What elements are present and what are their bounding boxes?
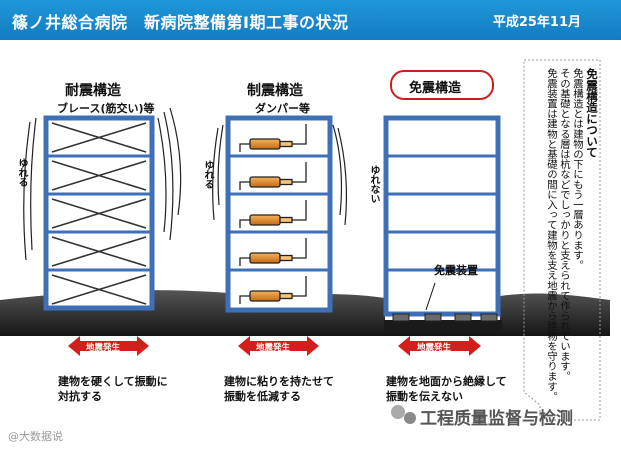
note-line-3: 免震装置は建物と基礎の間に入って建物を支え地震から建物を守ります。 — [545, 68, 557, 402]
earthquake-arrows — [68, 336, 481, 356]
panel1-subtitle: ブレース(筋交い)等 — [57, 102, 155, 115]
watermark-left: @大数据说 — [8, 430, 63, 443]
damper-units — [239, 124, 307, 304]
panel2-eq-label: 地震発生 — [256, 343, 291, 353]
note-heading: 免震構造について — [585, 68, 599, 158]
isolator-bearings — [392, 313, 498, 322]
panel3-motion: ゆれない — [368, 165, 379, 203]
header-title: 篠ノ井総合病院 新病院整備第Ⅰ期工事の状況 — [12, 13, 349, 32]
panel2-subtitle: ダンパー等 — [255, 102, 310, 115]
watermark-right: 工程质量监督与检测 — [420, 409, 573, 429]
sway-lines-middle — [212, 124, 348, 226]
header-bar: 篠ノ井総合病院 新病院整備第Ⅰ期工事の状況 平成25年11月 — [0, 0, 621, 40]
braced-building — [43, 115, 155, 311]
panel2-caption: 建物に粘りを持たせて 振動を低減する — [224, 375, 334, 403]
panel2-title: 制震構造 — [247, 83, 303, 99]
panel1-eq-label: 地震発生 — [86, 343, 121, 353]
panel3-title: 免震構造 — [409, 81, 462, 96]
panel3-eq-label: 地震発生 — [417, 343, 452, 353]
note-line-2: その基礎となる層は杭などでしっかりと支えられて作られています。 — [558, 68, 570, 382]
panel1-motion: ゆれる — [16, 158, 27, 187]
header-date: 平成25年11月 — [492, 15, 581, 30]
damper-building — [225, 115, 333, 313]
panel1-caption: 建物を硬くして振動に 対抗する — [58, 375, 168, 403]
panel3-device-label: 免震装置 — [434, 264, 478, 277]
panel1-title: 耐震構造 — [65, 83, 121, 99]
wechat-logo-icon — [391, 405, 416, 424]
isolated-building — [383, 115, 501, 322]
panel3-title-box — [390, 70, 494, 100]
note-box-outline — [523, 59, 601, 421]
panel2-motion: ゆれる — [202, 160, 213, 189]
sway-lines-left — [23, 107, 182, 261]
isolation-pit — [384, 320, 502, 332]
note-line-1: 免震構造とは建物の下にもう一層あります。 — [571, 68, 583, 271]
panel3-caption: 建物を地面から絶縁して 振動を伝えない — [386, 375, 507, 403]
